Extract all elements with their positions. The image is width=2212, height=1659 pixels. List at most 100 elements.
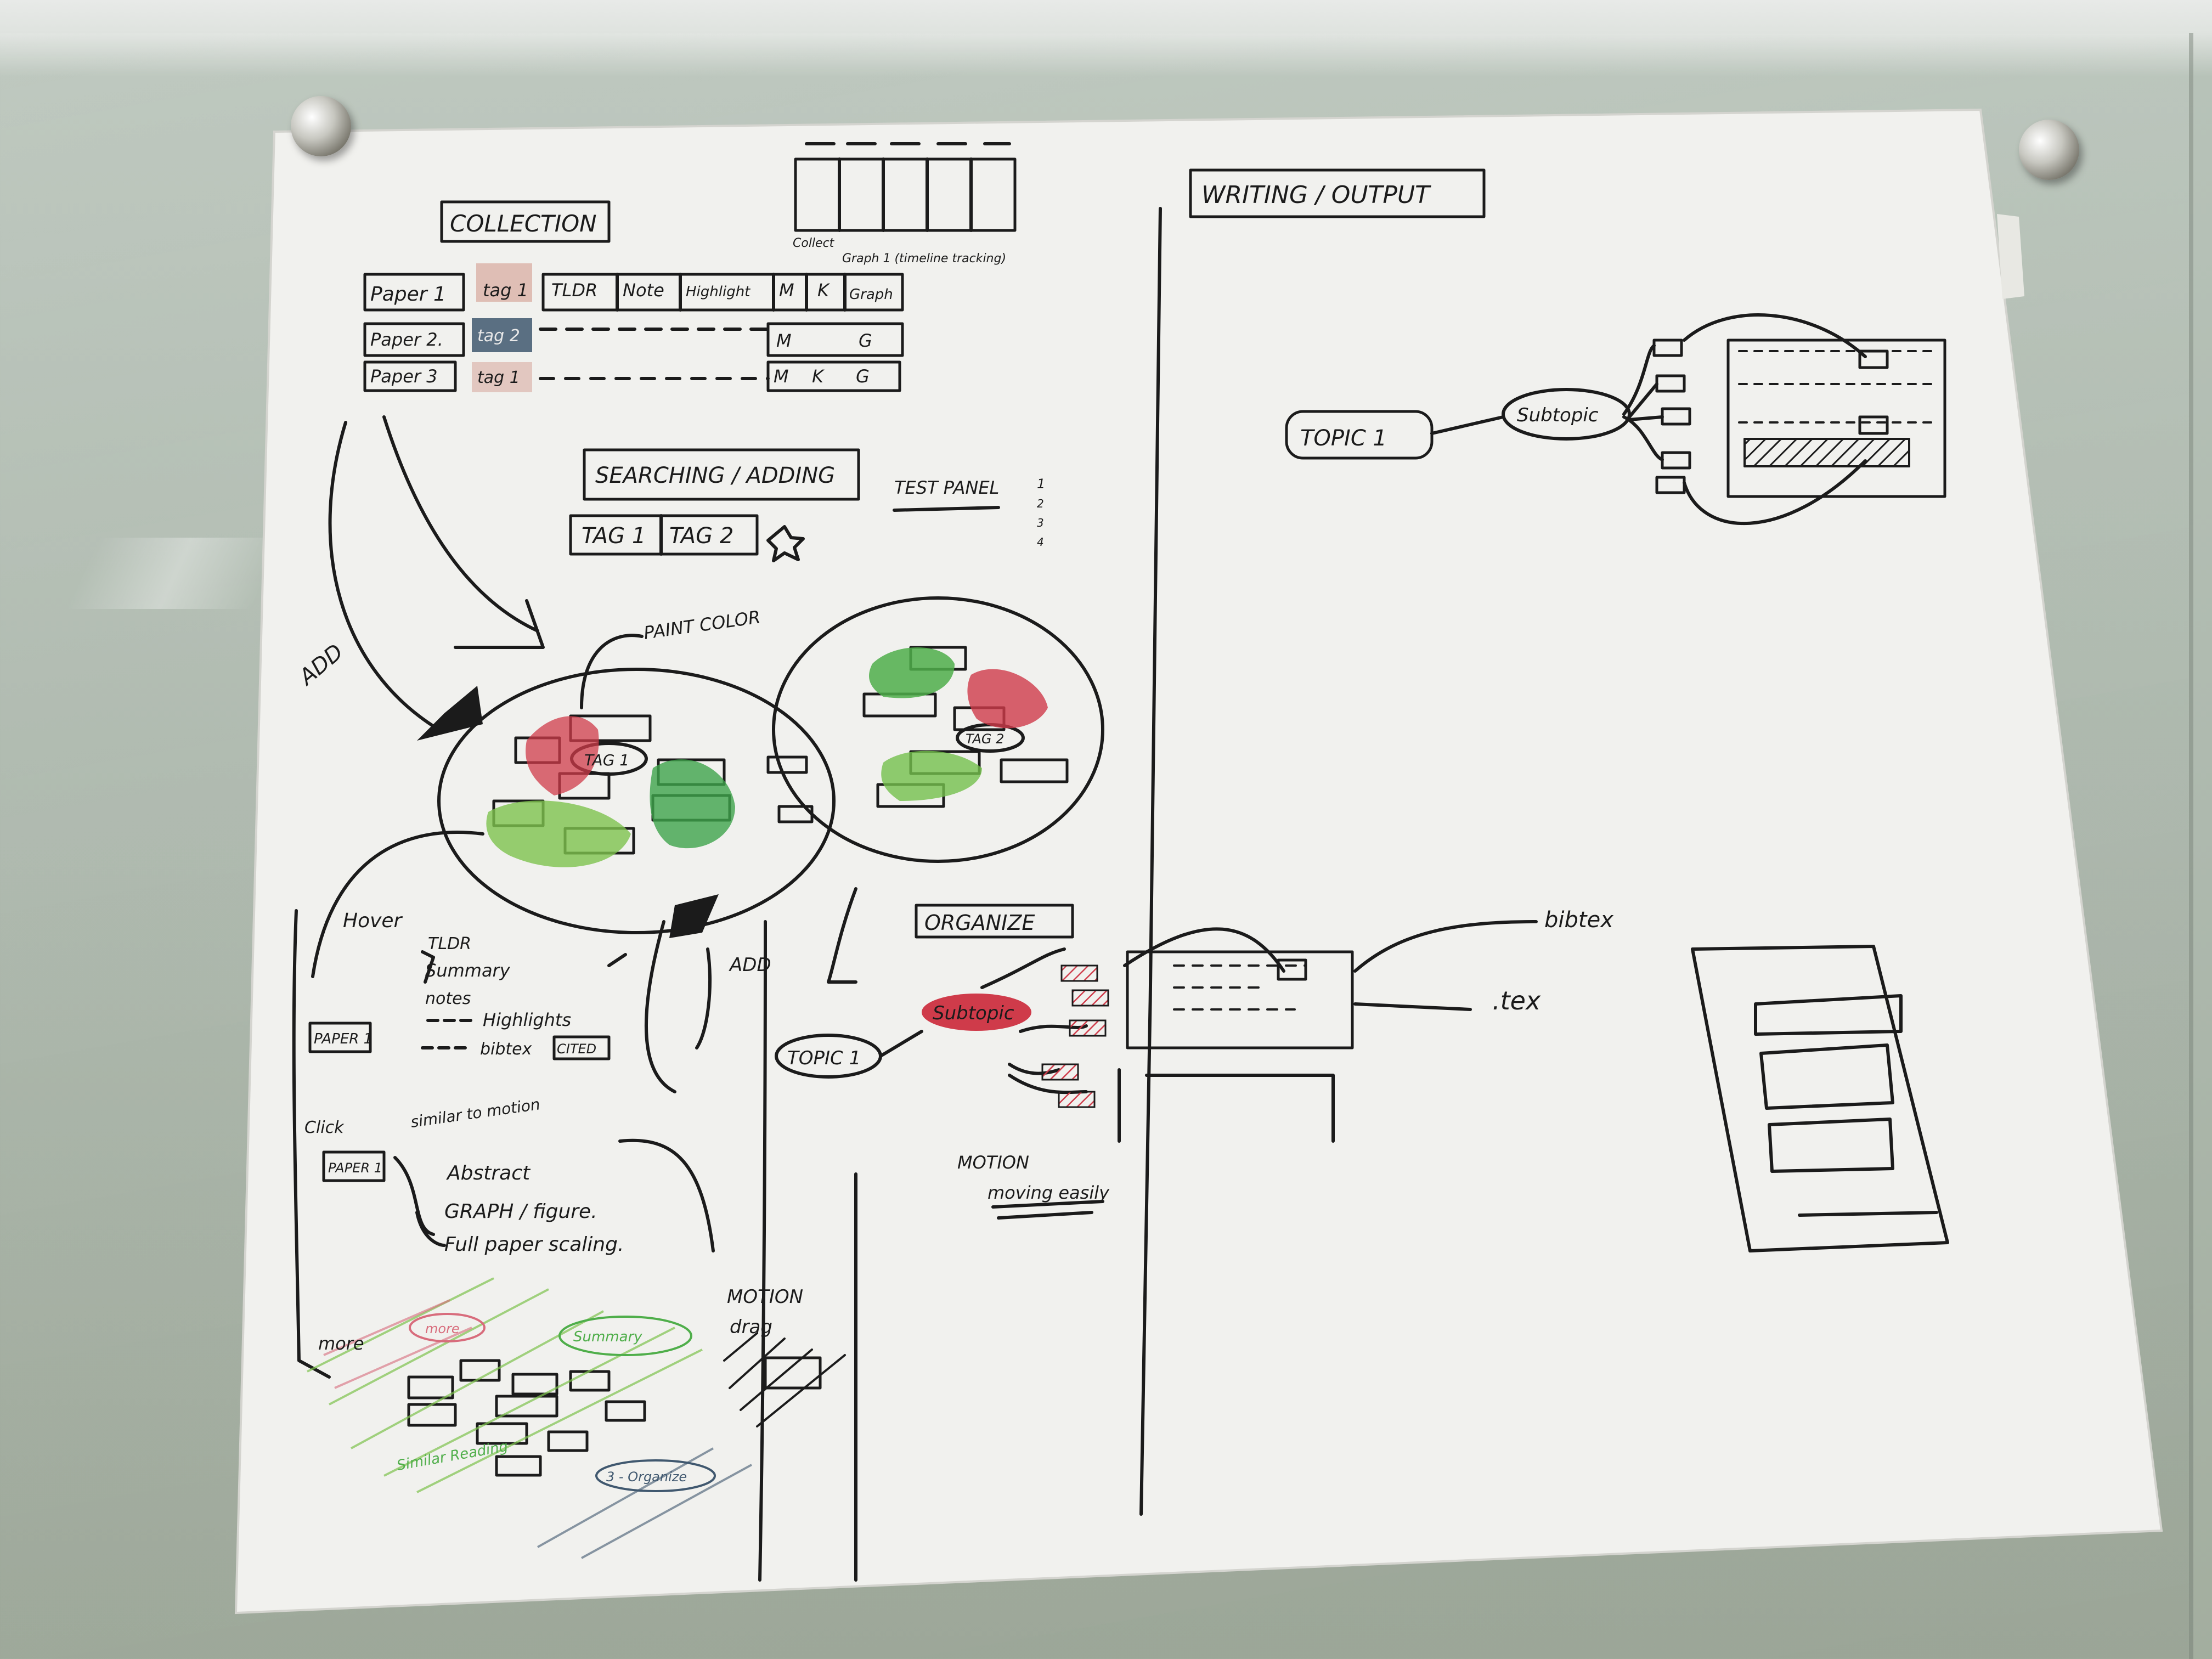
timeline-collect: Collect [793,236,835,250]
bibtex-arrow [1353,920,1538,973]
star-icon [766,525,805,562]
document-block-1 [1754,994,1903,1036]
organize-title-box [915,904,1074,939]
moving-underline [991,1200,1104,1220]
tags-box [569,514,759,556]
summary-bubble [558,1316,692,1356]
document-block-3 [1768,1118,1894,1173]
more-card-e [495,1395,558,1418]
document-baseline [1798,1211,1938,1217]
more-card-c [511,1373,558,1396]
more-card-g [476,1422,528,1445]
writing-tex: .tex [1492,986,1541,1015]
timeline-graph: Graph 1 (timeline tracking) [842,252,1006,266]
add-arrow-right [382,415,539,633]
test-panel-num-1: 1 [1037,476,1045,492]
organize-panel-lines [1173,964,1307,1011]
writing-subtopic: Subtopic [1517,404,1599,426]
motion-hatch [723,1332,846,1427]
row3-cell-2: K [812,366,825,387]
canvas-circle-2 [772,596,1104,863]
hatch-mark-1 [417,686,483,741]
test-panel-label: TEST PANEL [894,477,999,498]
test-panel-num-4: 4 [1037,535,1044,549]
more-card-i [605,1400,646,1422]
tag1-highlight-row3 [472,362,532,392]
click-branches [393,1156,446,1247]
motion-drag-title: MOTION [727,1286,803,1308]
organize-motion: MOTION [957,1152,1029,1173]
organize-panel [1126,950,1354,1049]
organize-loop [1123,927,1285,973]
green-blob-1 [486,800,631,867]
timeline-cells [838,157,973,232]
document-outline [1691,945,1949,1252]
row3-cell-1: M [774,366,789,387]
hover-item-4: Highlights [483,1009,571,1030]
red-blob-1 [526,716,599,795]
organize-card-4 [1041,1063,1079,1081]
search-tag2: TAG 2 [669,523,733,549]
organize-moving: moving easily [988,1182,1110,1203]
row3-paper: Paper 3 [370,366,438,387]
hover-paper-box [308,1022,372,1053]
hover-brace [421,950,435,984]
add-arrow-down [645,920,676,1093]
row2-tag: tag 2 [477,326,520,346]
more-card-j [495,1455,542,1477]
search-tag1: TAG 1 [582,523,646,549]
collection-title: COLLECTION [450,210,597,237]
row1-box [541,273,904,312]
paper3-box [363,360,457,392]
writing-panel-card-1 [1858,349,1889,369]
writing-topic: TOPIC 1 [1300,426,1387,451]
paper-sheet [234,108,2163,1615]
test-panel-num-2: 2 [1037,497,1044,510]
writing-panel-lines [1738,350,1932,424]
divider-mid-lower [758,920,767,1582]
organize-bubble [595,1459,716,1492]
arrow-head-1 [454,599,545,649]
more-bubble [409,1313,486,1342]
paper1-box [363,273,465,312]
more-bubble-label: more [425,1321,460,1336]
row2-cell-1: M [776,330,792,351]
writing-panel [1726,338,1946,498]
row1-cell-5: K [817,280,831,301]
canvas-bridge-card-1 [766,755,808,774]
green-hatch [307,1277,703,1493]
row1-dividers [616,273,847,312]
canvas-circle-1 [437,668,836,934]
click-label: Click [304,1118,345,1137]
row3-cells [766,360,901,392]
hover-item-5: bibtex [480,1040,532,1059]
row1-cell-2: Note [623,280,664,301]
organize-topic-link [879,1030,923,1058]
row1-cell-3: Highlight [686,284,751,300]
tex-arrow [1353,1002,1472,1011]
canvas-arrow-2 [695,947,712,1049]
standoff-top-left [291,96,351,156]
organize-card-5 [1058,1091,1096,1108]
click-paper-box [322,1150,386,1182]
organize-arrow [827,887,857,984]
add-arrow-left [328,421,441,731]
motion-drag-sub: drag [730,1316,772,1338]
organize-card-1 [1060,964,1098,982]
cited-box [552,1035,611,1060]
hover-item-2: Summary [425,960,511,981]
organize-bubble-label: 3 - Organize [606,1469,687,1485]
green-blob-4 [881,751,982,801]
divider-right [1139,207,1162,1516]
organize-topic: TOPIC 1 [787,1047,861,1069]
green-blob-3 [869,647,955,698]
organize-card-2 [1071,989,1109,1007]
writing-branches [1622,344,1664,461]
hover-item-1: TLDR [428,934,471,953]
red-hatch [323,1299,472,1389]
tag1-highlight [476,263,532,302]
writing-card-1 [1652,338,1683,357]
writing-title: WRITING / OUTPUT [1201,181,1431,209]
organize-branches [980,947,1088,1094]
